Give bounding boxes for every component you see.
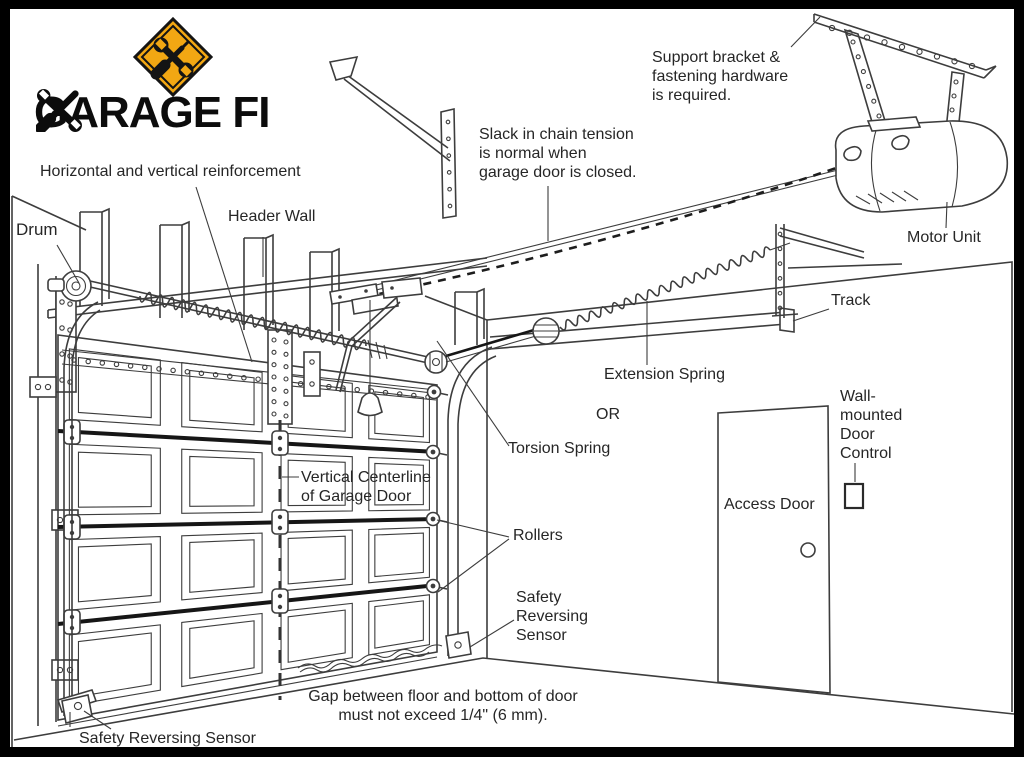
label-torsion-spring: Torsion Spring	[508, 440, 611, 457]
brand-wordmark: GARAGE FI	[34, 88, 270, 138]
opener-rail	[351, 169, 839, 297]
drum-left	[47, 270, 92, 302]
torsion-shaft	[89, 280, 429, 364]
anchor-plate	[51, 659, 79, 681]
label-access-door: Access Door	[724, 496, 815, 513]
label-wall-control: Wall- mounted Door Control	[840, 388, 903, 462]
horizontal-strut	[57, 429, 438, 454]
horizontal-strut	[57, 517, 438, 529]
extension-spring	[559, 246, 771, 331]
sensor-wire	[297, 644, 443, 669]
wall-control-button	[843, 482, 865, 510]
wordmark-x-tools-icon	[36, 88, 82, 132]
extension-spring-assembly	[532, 242, 791, 345]
crossed-tools-icon	[150, 37, 194, 80]
roller	[425, 444, 448, 460]
release-handle	[357, 392, 383, 417]
front-support-bracket	[328, 55, 457, 219]
horizontal-strut	[57, 583, 438, 626]
motor-support-assembly	[813, 13, 1009, 213]
drum-right	[424, 350, 448, 374]
label-rollers: Rollers	[513, 527, 563, 544]
label-drum: Drum	[16, 220, 58, 239]
access-door	[717, 405, 831, 694]
hinge	[271, 509, 289, 535]
torsion-spring-assembly	[47, 270, 537, 397]
anchor-plate	[29, 376, 57, 398]
door-knob	[800, 542, 816, 558]
safety-sensor-right	[297, 631, 472, 673]
safety-sensors	[56, 631, 472, 727]
label-gap-note: Gap between floor and bottom of door mus…	[308, 688, 578, 724]
label-header-wall: Header Wall	[228, 208, 316, 225]
label-safety-sensor-left: Safety Reversing Sensor	[79, 730, 256, 747]
leader-lines	[56, 16, 948, 730]
roller	[425, 511, 448, 527]
label-safety-sensor-right: Safety Reversing Sensor	[516, 589, 589, 644]
garage-door	[57, 329, 449, 727]
label-reinforcement: Horizontal and vertical reinforcement	[40, 163, 301, 180]
roller	[426, 384, 449, 400]
header-wall-structure	[29, 207, 488, 726]
label-vertical-centerline: Vertical Centerline of Garage Door	[301, 469, 431, 505]
support-angle-iron	[813, 13, 997, 79]
door-arm	[335, 297, 401, 393]
drive-chain	[349, 164, 843, 302]
roller	[425, 578, 448, 594]
door-tracks	[63, 224, 903, 716]
center-bearing-bracket	[303, 351, 321, 397]
hinge	[271, 430, 289, 456]
label-support-bracket: Support bracket & fastening hardware is …	[652, 49, 789, 104]
garage-walls	[11, 195, 1015, 748]
label-motor-unit: Motor Unit	[907, 229, 981, 246]
safety-sensor-left	[56, 689, 98, 727]
opener-rail-assembly	[328, 55, 843, 417]
torsion-spring	[139, 291, 367, 351]
label-or: OR	[596, 406, 620, 423]
label-slack-chain: Slack in chain tension is normal when ga…	[479, 126, 637, 181]
motor-unit-body	[834, 116, 1009, 213]
hinge	[271, 588, 289, 614]
lift-cable	[445, 328, 535, 358]
brand-logo-icon	[132, 16, 214, 98]
label-track: Track	[831, 292, 871, 309]
trolley	[381, 277, 423, 299]
label-extension-spring: Extension Spring	[604, 366, 725, 383]
